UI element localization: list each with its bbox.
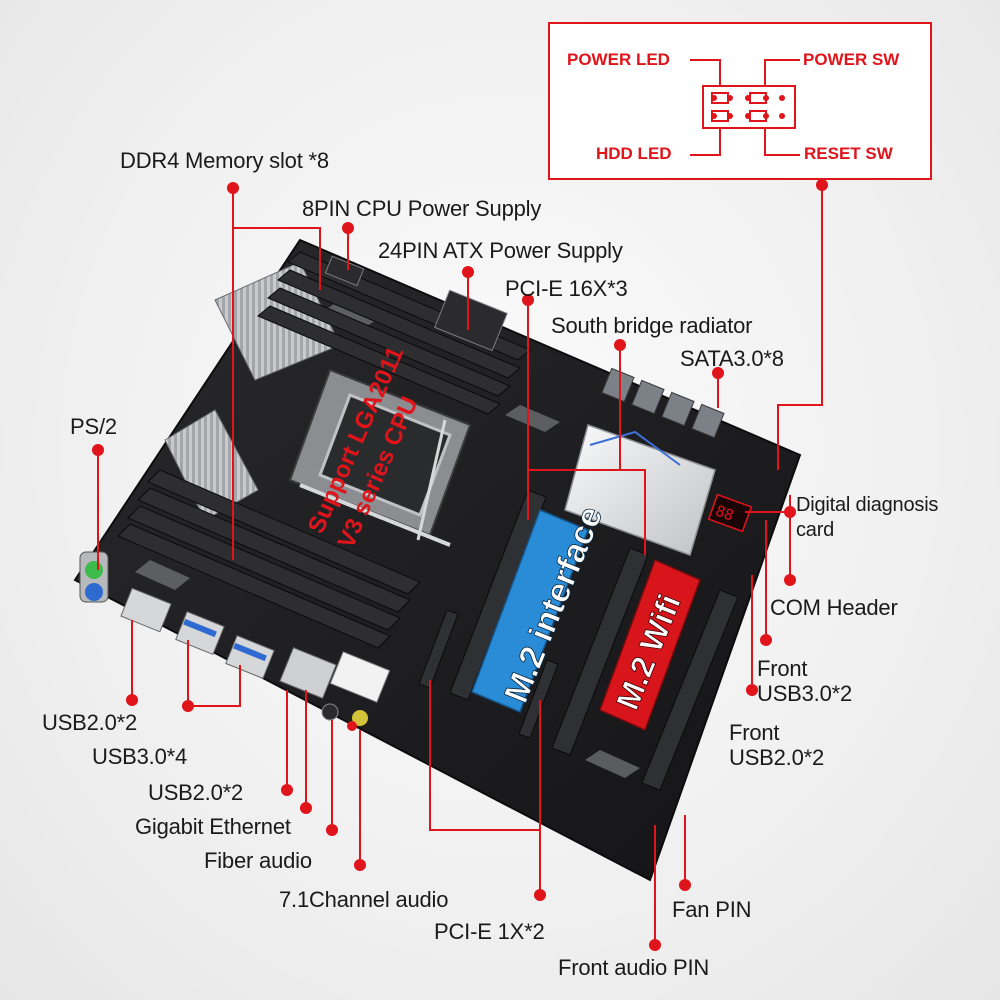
usb20-bottom-label: USB2.0*2 bbox=[148, 780, 244, 805]
power-led-label: POWER LED bbox=[567, 50, 670, 69]
front-usb2-label: Front USB2.0*2 bbox=[729, 720, 824, 770]
svg-text:88: 88 bbox=[713, 502, 736, 525]
ddr4-slots-upper bbox=[257, 251, 531, 415]
front-usb3-line2: USB3.0*2 bbox=[757, 681, 853, 706]
ddr4-label: DDR4 Memory slot *8 bbox=[120, 148, 329, 173]
atx-power-label: 24PIN ATX Power Supply bbox=[378, 238, 623, 263]
digital-diagnosis-line2: card bbox=[796, 519, 835, 541]
m2-wifi-heatsink bbox=[599, 558, 701, 732]
diagnosis-display bbox=[707, 493, 753, 533]
motherboard-pcb bbox=[73, 238, 802, 882]
sata-label: SATA3.0*8 bbox=[680, 346, 784, 371]
sata-ports bbox=[601, 367, 725, 439]
pcie1x-label: PCI-E 1X*2 bbox=[434, 919, 545, 944]
callout-dots bbox=[92, 179, 828, 951]
pcie16-label: PCI-E 16X*3 bbox=[505, 276, 628, 301]
power-sw-label: POWER SW bbox=[803, 50, 900, 69]
usb20-top-label: USB2.0*2 bbox=[42, 710, 138, 735]
south-bridge-radiator bbox=[564, 424, 716, 556]
front-panel-header-box bbox=[548, 22, 932, 180]
digital-diagnosis-line1: Digital diagnosis bbox=[796, 494, 939, 516]
hdd-led-label: HDD LED bbox=[596, 144, 672, 163]
cpu-socket bbox=[288, 368, 472, 547]
io-ports bbox=[79, 551, 391, 731]
fiber-audio-label: Fiber audio bbox=[204, 848, 312, 873]
cpu-power-label: 8PIN CPU Power Supply bbox=[302, 196, 542, 221]
ddr4-slots-lower bbox=[117, 469, 421, 649]
front-audio-label: Front audio PIN bbox=[558, 955, 710, 980]
reset-sw-label: RESET SW bbox=[804, 144, 893, 163]
com-header-label: COM Header bbox=[770, 595, 898, 620]
front-usb2-line1: Front bbox=[729, 720, 780, 745]
pcie-x16-slots bbox=[449, 489, 739, 791]
pin-header-schematic bbox=[690, 59, 800, 156]
channel-audio-label: 7.1Channel audio bbox=[279, 887, 449, 912]
gigabit-label: Gigabit Ethernet bbox=[135, 814, 291, 839]
m2-interface-heatsink bbox=[471, 509, 589, 713]
front-usb3-line1: Front bbox=[757, 656, 808, 681]
usb30-label: USB3.0*4 bbox=[92, 744, 188, 769]
ps2-label: PS/2 bbox=[70, 414, 117, 439]
callout-lines bbox=[97, 185, 823, 945]
fan-pin-label: Fan PIN bbox=[672, 897, 752, 922]
front-usb2-line2: USB2.0*2 bbox=[729, 745, 825, 770]
front-usb3-label: Front USB3.0*2 bbox=[757, 656, 852, 706]
south-bridge-label: South bridge radiator bbox=[551, 313, 753, 338]
atx-connector bbox=[434, 289, 508, 352]
digital-diagnosis-label: Digital diagnosis card bbox=[796, 493, 938, 543]
